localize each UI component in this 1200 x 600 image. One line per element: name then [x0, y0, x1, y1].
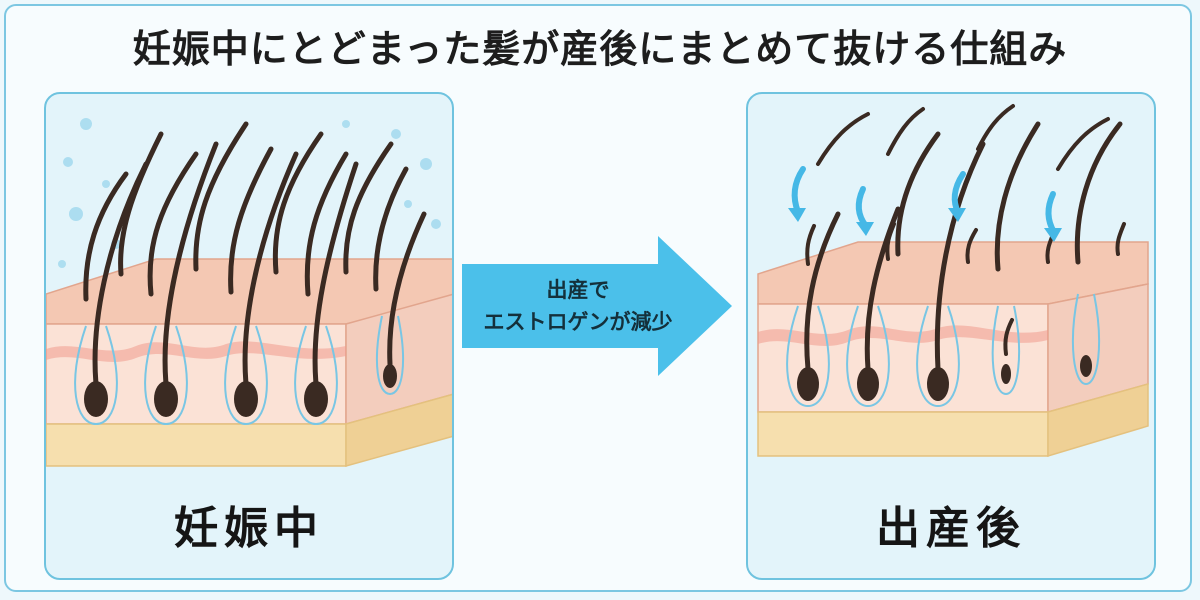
pregnancy-label: 妊娠中	[174, 503, 324, 554]
skin-block	[46, 258, 452, 467]
skin-block	[757, 241, 1149, 458]
transition-text: 出産で エストロゲンが減少	[462, 274, 694, 338]
postpartum-skin-illustration	[757, 104, 1149, 458]
falling-arrowheads	[788, 208, 1062, 242]
hair-follicles	[786, 293, 1101, 408]
pregnancy-skin-illustration	[46, 118, 452, 467]
transition-line-1: 出産で	[546, 278, 610, 302]
transition-arrow: 出産で エストロゲンが減少	[462, 236, 734, 376]
arrow-right-icon	[462, 236, 732, 376]
transition-line-2: エストロゲンが減少	[483, 310, 673, 334]
falling-arrow-icon	[855, 186, 869, 229]
short-regrowth-hairs	[805, 222, 1126, 356]
hair-bulbs	[84, 364, 397, 417]
falling-hairs	[816, 104, 1110, 171]
pregnancy-panel: 妊娠中	[44, 92, 454, 580]
hair-bulbs	[797, 355, 1092, 401]
page-title: 妊娠中にとどまった髪が産後にまとめて抜ける仕組み	[132, 27, 1068, 71]
falling-arrow-icon	[791, 166, 806, 215]
remaining-hairs	[804, 121, 1123, 372]
postpartum-panel: 出産後	[746, 92, 1156, 580]
hair-follicles	[74, 315, 404, 426]
falling-arrow-icon	[1045, 191, 1057, 235]
postpartum-label: 出産後	[876, 503, 1026, 554]
long-hairs	[83, 121, 427, 387]
